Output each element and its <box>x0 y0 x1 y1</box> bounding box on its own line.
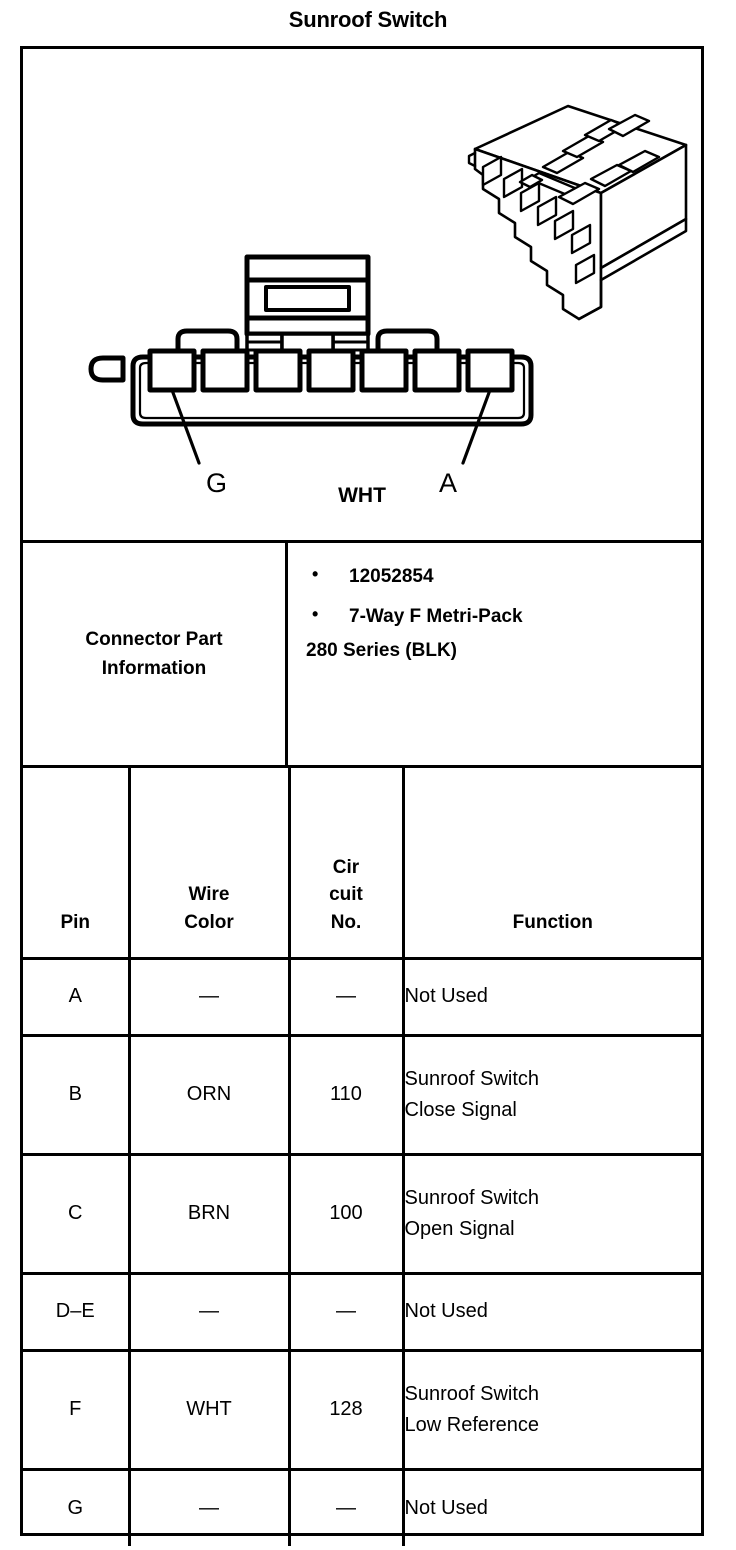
connector-part-information-row: Connector Part Information 12052854 7-Wa… <box>23 543 701 768</box>
table-header-row: Pin Wire Color Cir cuit No. Function <box>23 768 701 960</box>
cell-wire-color: — <box>129 1469 291 1546</box>
leader-line-g <box>170 388 201 465</box>
cell-wire-color: BRN <box>129 1154 291 1275</box>
cell-function: Not Used <box>403 1273 701 1352</box>
list-item: 7-Way F Metri-Pack <box>306 603 701 629</box>
list-item: 12052854 <box>306 563 701 589</box>
pin-callout-g: G <box>206 468 227 498</box>
cell-function-line1: Not Used <box>404 1496 488 1519</box>
column-header-pin: Pin <box>23 768 131 960</box>
pin-callout-a: A <box>439 468 457 498</box>
cavity-e <box>253 348 303 393</box>
cell-wire-color: WHT <box>129 1350 291 1471</box>
column-header-pin-label: Pin <box>60 911 91 933</box>
pin-assignment-table: Pin Wire Color Cir cuit No. Function A——… <box>23 768 701 1546</box>
cell-pin: B <box>23 1035 131 1156</box>
cell-circuit-no: — <box>289 1469 405 1546</box>
cavity-row <box>147 348 515 393</box>
column-header-function-label: Function <box>512 911 593 933</box>
cell-pin: G <box>23 1469 131 1546</box>
keying-nub <box>88 355 126 383</box>
table-row: A——Not Used <box>23 958 701 1037</box>
cell-function-line2: Close Signal <box>404 1098 517 1121</box>
isometric-connector-view <box>467 104 688 321</box>
connector-body-inner-outline <box>138 361 526 420</box>
page-title: Sunroof Switch <box>288 7 448 32</box>
column-header-wire-color: Wire Color <box>129 768 291 960</box>
connector-info-sheet: G A WHT Connector Part Information 12052… <box>20 46 704 1546</box>
column-header-wire-line1: Wire <box>188 884 230 906</box>
cavity-f <box>200 348 250 393</box>
cell-function-line1: Sunroof Switch <box>404 1382 540 1405</box>
cell-function-line1: Not Used <box>404 1300 488 1322</box>
cell-function-line2: Low Reference <box>404 1413 540 1436</box>
front-connector-face <box>88 254 534 465</box>
cell-function: Not Used <box>403 958 701 1037</box>
cell-function-line1: Sunroof Switch <box>404 1186 540 1209</box>
cavity-b <box>412 348 462 393</box>
connector-illustration-panel: G A WHT <box>23 49 701 543</box>
cell-pin: F <box>23 1350 131 1471</box>
cell-function-line1: Sunroof Switch <box>404 1067 540 1090</box>
column-header-circuit-line1: Cir <box>332 856 360 878</box>
cell-pin: A <box>23 958 131 1037</box>
connector-part-continuation: 280 Series (BLK) <box>306 639 458 661</box>
cpi-label-line1: Connector Part <box>85 628 223 650</box>
cavity-g <box>147 348 197 393</box>
leader-line-a <box>461 388 492 465</box>
table-row: G——Not Used <box>23 1469 701 1546</box>
cell-circuit-no: 100 <box>289 1154 405 1275</box>
column-header-circuit-line2: cuit <box>329 884 363 906</box>
wire-color-label: WHT <box>338 484 386 507</box>
cell-pin: C <box>23 1154 131 1275</box>
cavity-c <box>359 348 409 393</box>
cell-pin: D–E <box>23 1273 131 1352</box>
cell-circuit-no: — <box>289 1273 405 1352</box>
column-header-circuit-line3: No. <box>330 911 362 933</box>
cell-circuit-no: 110 <box>289 1035 405 1156</box>
cell-circuit-no: — <box>289 958 405 1037</box>
table-row: D–E——Not Used <box>23 1273 701 1352</box>
cell-function: Not Used <box>403 1469 701 1546</box>
cavity-a <box>465 348 515 393</box>
cell-wire-color: — <box>129 958 291 1037</box>
connector-part-bullet-list: 12052854 7-Way F Metri-Pack <box>306 563 701 629</box>
connector-part-information-value: 12052854 7-Way F Metri-Pack 280 Series (… <box>288 543 701 765</box>
cell-wire-color: ORN <box>129 1035 291 1156</box>
latch-tower <box>244 254 371 361</box>
cell-wire-color: — <box>129 1273 291 1352</box>
cpi-label-line2: Information <box>101 658 207 679</box>
connector-part-information-label: Connector Part Information <box>23 543 288 765</box>
cell-function-line2: Open Signal <box>404 1217 515 1240</box>
column-header-function: Function <box>403 768 701 960</box>
cavity-d <box>306 348 356 393</box>
connector-drawing: G A <box>88 104 688 498</box>
column-header-wire-line2: Color <box>184 911 234 933</box>
cell-circuit-no: 128 <box>289 1350 405 1471</box>
cell-function-line1: Not Used <box>404 985 488 1007</box>
column-header-circuit-no: Cir cuit No. <box>289 768 405 960</box>
